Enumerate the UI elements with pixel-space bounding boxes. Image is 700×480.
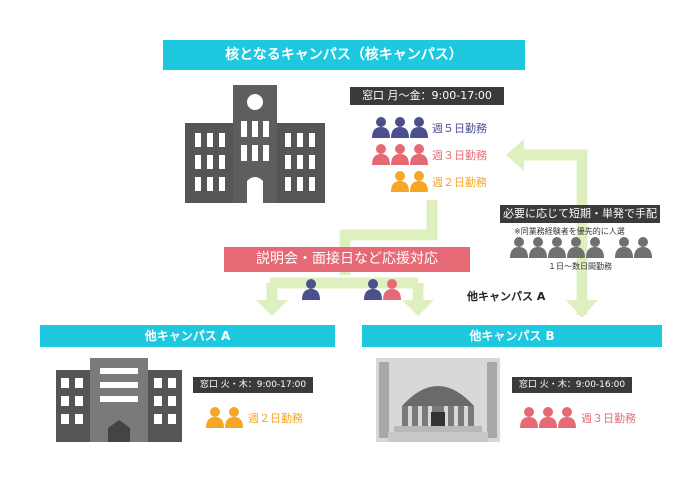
core-building-icon bbox=[185, 85, 325, 203]
campus-a-staff-row: 週２日勤務 bbox=[206, 406, 326, 428]
campus-b-building-icon bbox=[376, 358, 500, 442]
arrow-right-head bbox=[402, 300, 434, 316]
person-icon bbox=[615, 237, 633, 258]
person-icon bbox=[302, 279, 320, 300]
person-icon bbox=[539, 407, 557, 428]
person-icon bbox=[391, 117, 409, 138]
support-label: 説明会・面接日など応援対応 bbox=[224, 247, 470, 272]
campus-a-hours-label: 窓口 火・木：9:00-17:00 bbox=[193, 377, 313, 393]
arrow-flex-up bbox=[522, 149, 588, 315]
core-hours-label: 窓口 月〜金：9:00-17:00 bbox=[350, 87, 504, 105]
arrow-flex-head-down bbox=[566, 300, 598, 318]
core-staff-row-5day: 週５日勤務 bbox=[372, 116, 512, 138]
staff-label-3day: 週３日勤務 bbox=[432, 149, 487, 162]
person-icon bbox=[529, 237, 547, 258]
person-icon bbox=[206, 407, 224, 428]
person-icon bbox=[410, 144, 428, 165]
person-icon bbox=[567, 237, 585, 258]
flex-title-label: 必要に応じて短期・単発で手配 bbox=[500, 205, 660, 223]
person-icon bbox=[558, 407, 576, 428]
arrow-flex-head-left bbox=[506, 139, 524, 171]
person-icon bbox=[383, 279, 401, 300]
arrow-left-head bbox=[256, 300, 288, 316]
person-icon bbox=[372, 144, 390, 165]
core-staff-row-2day: 週２日勤務 bbox=[391, 170, 512, 192]
campus-b-hours-label: 窓口 火・木：9:00-16:00 bbox=[512, 377, 632, 393]
person-icon bbox=[520, 407, 538, 428]
campus-a-staff-label: 週２日勤務 bbox=[248, 412, 303, 425]
person-icon bbox=[364, 279, 382, 300]
core-campus-banner: 核となるキャンパス（核キャンパス） bbox=[163, 40, 525, 70]
flex-staff-group bbox=[510, 236, 660, 258]
person-icon bbox=[586, 237, 604, 258]
person-icon bbox=[410, 117, 428, 138]
campus-a-banner: 他キャンパス A bbox=[40, 325, 335, 347]
flex-days: １日〜数日間勤務 bbox=[548, 262, 612, 271]
person-icon bbox=[410, 171, 428, 192]
person-icon bbox=[634, 237, 652, 258]
campus-b-banner: 他キャンパス B bbox=[362, 325, 662, 347]
campus-b-staff-label: 週３日勤務 bbox=[581, 412, 636, 425]
flex-note: ※同業務経験者を優先的に人選 bbox=[514, 227, 625, 236]
person-icon bbox=[510, 237, 528, 258]
person-icon bbox=[391, 144, 409, 165]
person-icon bbox=[225, 407, 243, 428]
campus-a-building-icon bbox=[56, 358, 182, 442]
person-icon bbox=[372, 117, 390, 138]
person-icon bbox=[391, 171, 409, 192]
flex-route-label: 他キャンパス A bbox=[467, 290, 546, 303]
core-staff-row-3day: 週３日勤務 bbox=[372, 143, 512, 165]
staff-label-2day: 週２日勤務 bbox=[432, 176, 487, 189]
person-icon bbox=[548, 237, 566, 258]
campus-b-staff-row: 週３日勤務 bbox=[520, 406, 650, 428]
staff-label-5day: 週５日勤務 bbox=[432, 122, 487, 135]
